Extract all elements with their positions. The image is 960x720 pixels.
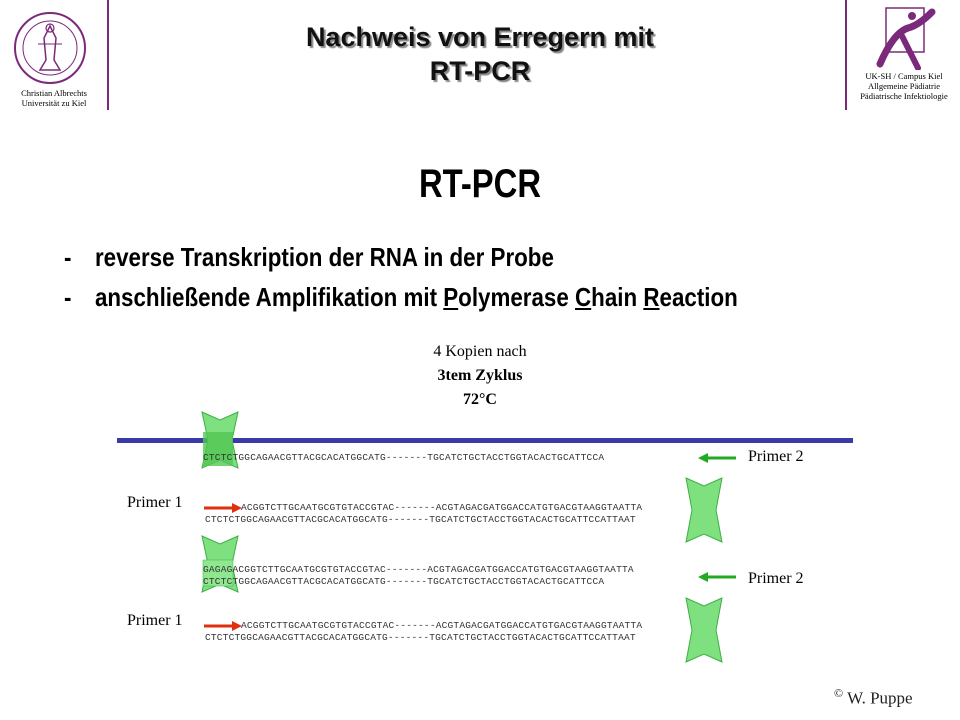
university-caption: Christian Albrechts Universität zu Kiel xyxy=(21,88,87,108)
cycle-info: 4 Kopien nach 3tem Zyklus 72°C xyxy=(380,340,580,412)
primer-blob-right-2 xyxy=(685,597,723,663)
clinic-caption: UK-SH / Campus Kiel Allgemeine Pädiatrie… xyxy=(860,71,948,101)
cycle-copies: 4 Kopien nach xyxy=(433,343,527,360)
header-title-line1: Nachweis von Erregern mit xyxy=(305,22,655,52)
primer-band-left-2 xyxy=(202,559,234,587)
template-strand xyxy=(117,438,853,443)
cycle-number: 3tem Zyklus xyxy=(437,367,523,384)
sequence-strand-4b: CTCTCTGGCAGAACGTTACGCACATGGCATG-------TG… xyxy=(205,632,636,643)
header-title: Nachweis von Erregern mit RT-PCR xyxy=(150,20,810,88)
author: W. Puppe xyxy=(847,688,913,708)
primer2-label-mid: Primer 2 xyxy=(748,570,804,587)
header-divider-left xyxy=(107,0,109,110)
sequence-strand-1: CTCTCTGGCAGAACGTTACGCACATGGCATG-------TG… xyxy=(203,452,605,463)
bullet-amplification: -anschließende Amplifikation mit Polymer… xyxy=(64,282,738,312)
sequence-strand-4a: ACGGTCTTGCAATGCGTGTACCGTAC-------ACGTAGA… xyxy=(241,620,643,631)
primer2-arrow-mid xyxy=(698,572,708,582)
university-seal xyxy=(10,8,90,88)
primer1-label-b: Primer 1 xyxy=(127,612,183,629)
primer-blob-right-1 xyxy=(685,477,723,543)
clinic-logo xyxy=(872,6,944,71)
slide-heading: RT-PCR xyxy=(418,162,542,206)
sequence-strand-3b: CTCTCTGGCAGAACGTTACGCACATGGCATG-------TG… xyxy=(203,576,605,587)
bullet-reverse-transcription: -reverse Transkription der RNA in der Pr… xyxy=(64,242,554,272)
sequence-strand-3a: GAGAGACGGTCTTGCAATGCGTGTACCGTAC-------AC… xyxy=(203,564,634,575)
primer1-arrow-b xyxy=(232,621,242,631)
copyright: © W. Puppe xyxy=(834,686,913,709)
sequence-strand-2a: ACGGTCTTGCAATGCGTGTACCGTAC-------ACGTAGA… xyxy=(241,502,643,513)
primer2-label-top: Primer 2 xyxy=(748,448,804,465)
pcr-diagram xyxy=(117,411,853,663)
header-divider-right xyxy=(845,0,847,110)
cycle-temperature: 72°C xyxy=(463,391,497,408)
copyright-symbol: © xyxy=(834,686,844,700)
sequence-strand-2b: CTCTCTGGCAGAACGTTACGCACATGGCATG-------TG… xyxy=(205,514,636,525)
primer1-arrow-a xyxy=(232,503,242,513)
primer2-arrow-top xyxy=(698,453,708,463)
primer-band-top-left xyxy=(203,432,233,466)
header-title-line2: RT-PCR xyxy=(429,56,531,86)
primer1-label-a: Primer 1 xyxy=(127,494,183,511)
